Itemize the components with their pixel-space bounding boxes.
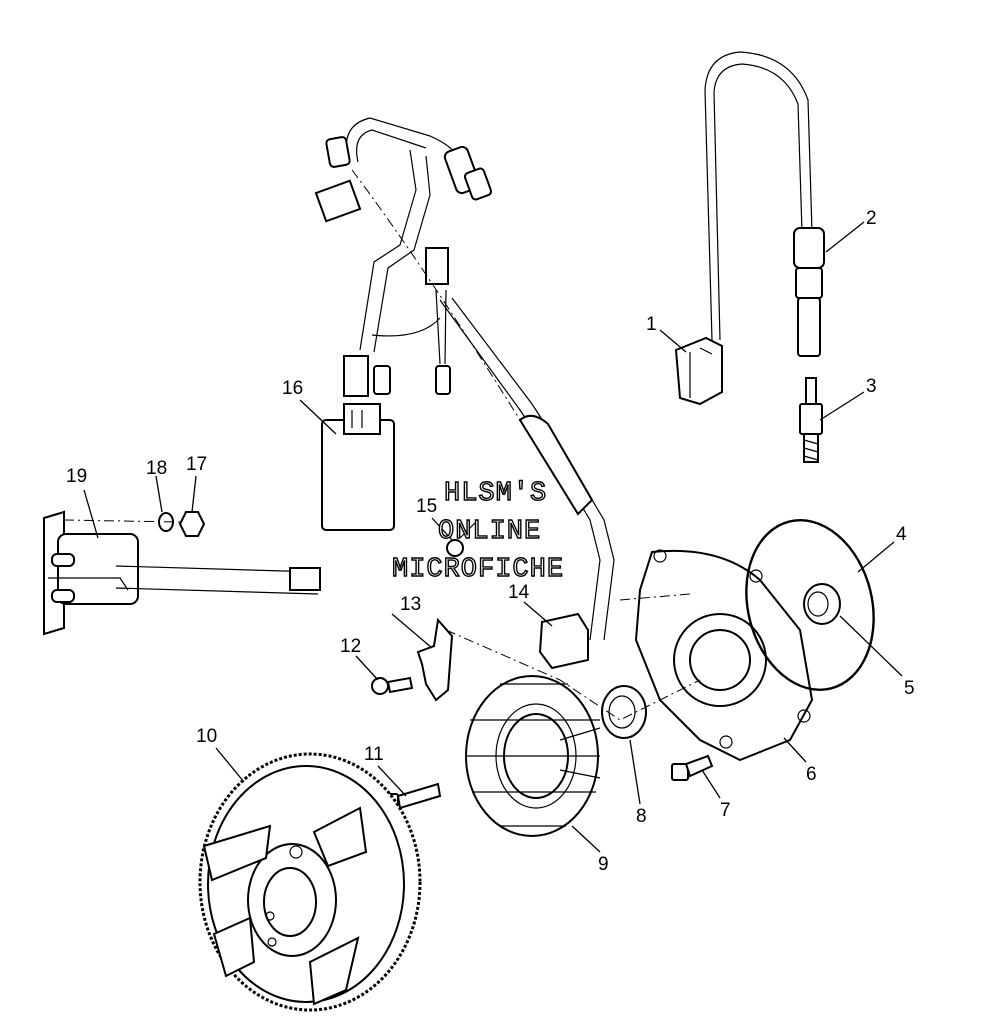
o-ring: [745, 519, 875, 691]
nut: [178, 511, 206, 537]
spark-plug: [799, 377, 823, 463]
stator: [465, 675, 601, 837]
callout-5: 5: [904, 678, 915, 699]
callout-11: 11: [364, 744, 384, 765]
bolt-7: [671, 754, 714, 781]
watermark-line-3: MICROFICHE: [392, 555, 564, 585]
stator-plate: [634, 549, 814, 762]
callout-1: 1: [646, 314, 657, 335]
screw-12: [371, 676, 414, 695]
callout-3: 3: [866, 376, 877, 397]
callout-4: 4: [896, 524, 907, 545]
screw-15: [446, 519, 479, 557]
watermark: HLSM'S ONLINE MICROFICHE: [391, 478, 564, 585]
watermark-line-1: HLSM'S: [444, 479, 547, 509]
watermark-line-2: ONLINE: [438, 517, 541, 547]
wiring-harness: [314, 117, 615, 641]
callout-16: 16: [282, 378, 303, 399]
starter-solenoid: [43, 510, 321, 636]
callout-6: 6: [806, 764, 817, 785]
callout-17: 17: [186, 454, 207, 475]
callout-18: 18: [146, 458, 167, 479]
callout-15: 15: [416, 496, 437, 517]
spark-plug-cap: [793, 227, 825, 357]
bracket: [416, 617, 454, 702]
callout-19: 19: [66, 466, 87, 487]
callout-13: 13: [400, 594, 421, 615]
pulser-coil: [538, 612, 589, 670]
callout-8: 8: [636, 806, 647, 827]
callout-9: 9: [598, 854, 609, 875]
oil-seal-8: [601, 685, 647, 739]
ignition-coil-wire: [674, 51, 813, 406]
callout-10: 10: [196, 726, 217, 747]
flywheel: [198, 752, 422, 1012]
callout-7: 7: [720, 800, 731, 821]
callout-labels: 1 2 3 4 5 6 7 8 9 10 11 12 13 14 15 16 1…: [66, 208, 915, 875]
leader-lines: [83, 221, 903, 853]
callout-14: 14: [508, 582, 530, 603]
callout-2: 2: [866, 208, 877, 229]
callout-12: 12: [340, 636, 361, 657]
oil-seal-5: [803, 583, 841, 625]
cdi-module: [321, 403, 395, 531]
